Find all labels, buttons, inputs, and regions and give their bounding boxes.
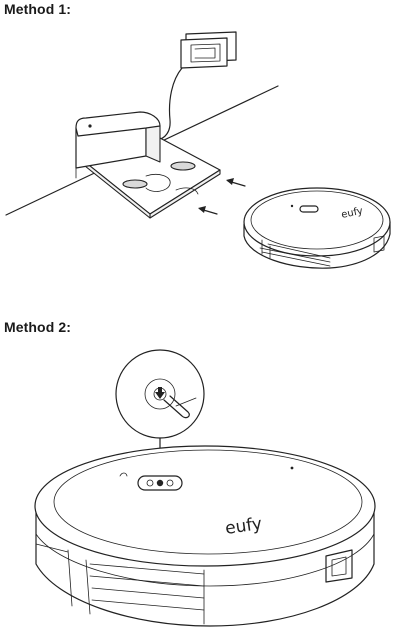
method-1-heading: Method 1:: [4, 1, 72, 17]
magnifier-callout-icon: [115, 349, 205, 481]
arrow-left-icon: [226, 178, 246, 187]
method-1-illustration: eufy: [5, 31, 391, 269]
method-2-heading: Method 2:: [4, 319, 72, 335]
robot-vacuum-icon: eufy: [243, 187, 391, 269]
power-adapter-icon: [157, 31, 237, 141]
arrow-left-icon: [198, 206, 218, 215]
robot-vacuum-icon: eufy: [34, 445, 376, 627]
power-switch-icon: [155, 387, 165, 399]
method-2-illustration: eufy: [34, 349, 376, 627]
charging-base-icon: [75, 111, 221, 219]
brand-logo-small: eufy: [340, 206, 364, 221]
